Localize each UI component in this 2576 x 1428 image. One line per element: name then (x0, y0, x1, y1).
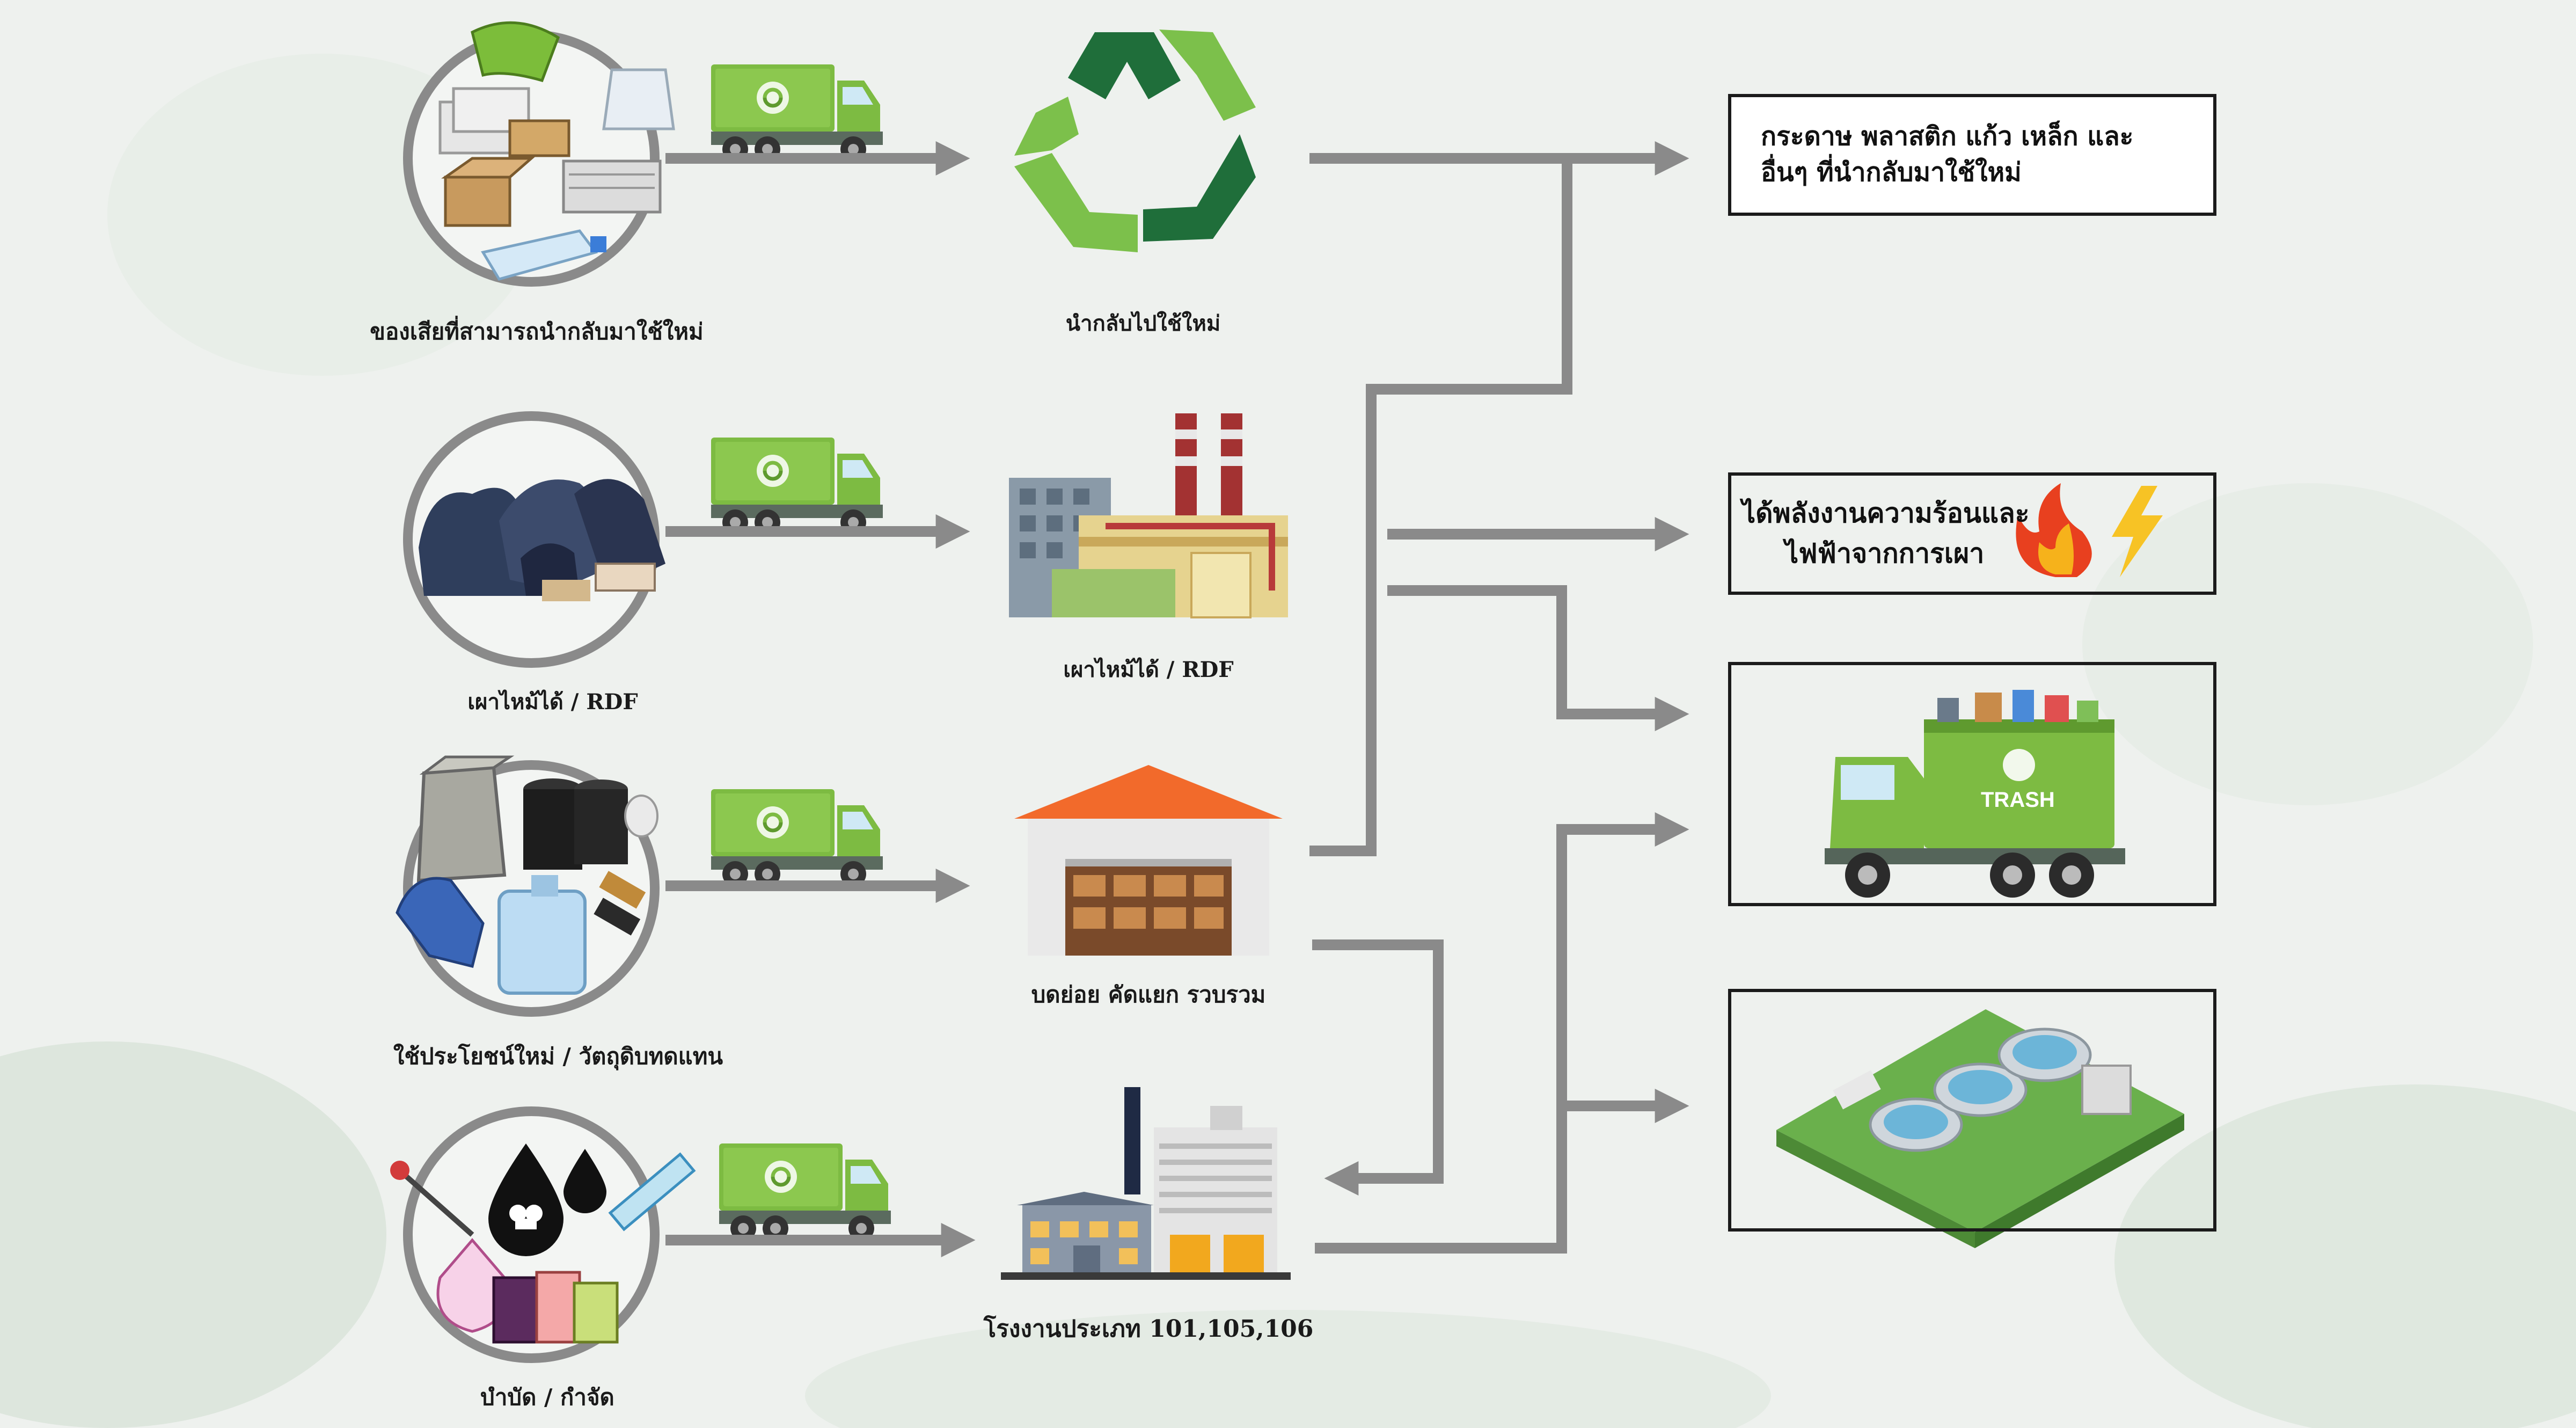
plastic-jug-icon (497, 875, 587, 995)
energy-line1: ได้พลังงานความร้อนและ (1742, 497, 2030, 529)
background-texture (0, 54, 2576, 1428)
light-bulb-icon (624, 795, 658, 837)
batteries-icon (594, 871, 646, 936)
garbage-truck-icon-3 (711, 789, 883, 887)
source-reusable-substitute (396, 755, 660, 1017)
plastic-bottle-icon (481, 229, 606, 281)
trash-truck-icon (1825, 690, 2125, 898)
flow-arrows-right (1309, 141, 1689, 1254)
process-label-recycle: นำกลับไปใช้ใหม่ (1065, 311, 1221, 336)
garbage-truck-icon-4 (719, 1143, 891, 1241)
chemical-bottles-icon (436, 1238, 619, 1344)
source-label-recyclable: ของเสียที่สามารถนำกลับมาใช้ใหม่ (370, 318, 704, 345)
lightning-icon (2112, 486, 2163, 577)
source-combustible-waste (403, 411, 665, 668)
plastic-bag-icon (602, 68, 675, 130)
oil-barrels-icon (523, 778, 628, 870)
can-icon (471, 21, 560, 83)
output-box-wastewater-treatment (1728, 989, 2216, 1232)
process-label-sorting: บดย่อย คัดแยก รวบรวม (1031, 981, 1266, 1008)
source-label-reusable: ใช้ประโยชน์ใหม่ / วัตถุดิบทดแทน (393, 1043, 723, 1069)
syringe-icon (608, 1152, 696, 1232)
warehouse-icon (1014, 765, 1283, 956)
recycled-materials-line2: อื่นๆ ที่นำกลับมาใช้ใหม่ (1761, 157, 2022, 187)
garbage-truck-icon-2 (711, 438, 883, 535)
factory-101-icon (1001, 1087, 1291, 1280)
rubber-gloves-icon (396, 877, 485, 968)
process-label-factory: โรงงานประเภท 101,105,106 (983, 1315, 1314, 1343)
wastewater-treatment-icon (1776, 1009, 2184, 1248)
garbage-truck-icon-1 (711, 64, 883, 162)
source-label-combustible: เผาไหม้ได้ / RDF (467, 689, 638, 715)
recycle-symbol-icon (1014, 30, 1256, 252)
recycled-materials-line1: กระดาษ พลาสติก แก้ว เหล็ก และ (1761, 121, 2134, 151)
dropper-icon (390, 1161, 474, 1237)
source-hazardous-waste (390, 1106, 696, 1363)
trash-truck-label: TRASH (1981, 788, 2055, 812)
waste-paper-icon (438, 87, 662, 214)
garbage-bags-icon (419, 479, 665, 601)
fire-icon (2016, 483, 2092, 577)
process-label-rdf: เผาไหม้ได้ / RDF (1063, 657, 1234, 682)
source-label-disposal: บำบัด / กำจัด (480, 1384, 614, 1410)
rdf-power-plant-icon (1009, 413, 1288, 618)
output-box-landfill-truck: TRASH (1728, 662, 2216, 906)
energy-line2: ไฟฟ้าจากการเผา (1785, 537, 1985, 569)
output-box-energy: ได้พลังงานความร้อนและ ไฟฟ้าจากการเผา (1728, 472, 2216, 595)
toxic-oil-drop-icon (488, 1143, 606, 1256)
output-box-recycled-materials: กระดาษ พลาสติก แก้ว เหล็ก และ อื่นๆ ที่น… (1728, 94, 2216, 216)
flow-arrows-left (665, 141, 976, 1258)
cardboard-box-icon (441, 119, 570, 227)
metal-container-icon (416, 755, 515, 883)
source-recyclable-waste (403, 21, 675, 287)
